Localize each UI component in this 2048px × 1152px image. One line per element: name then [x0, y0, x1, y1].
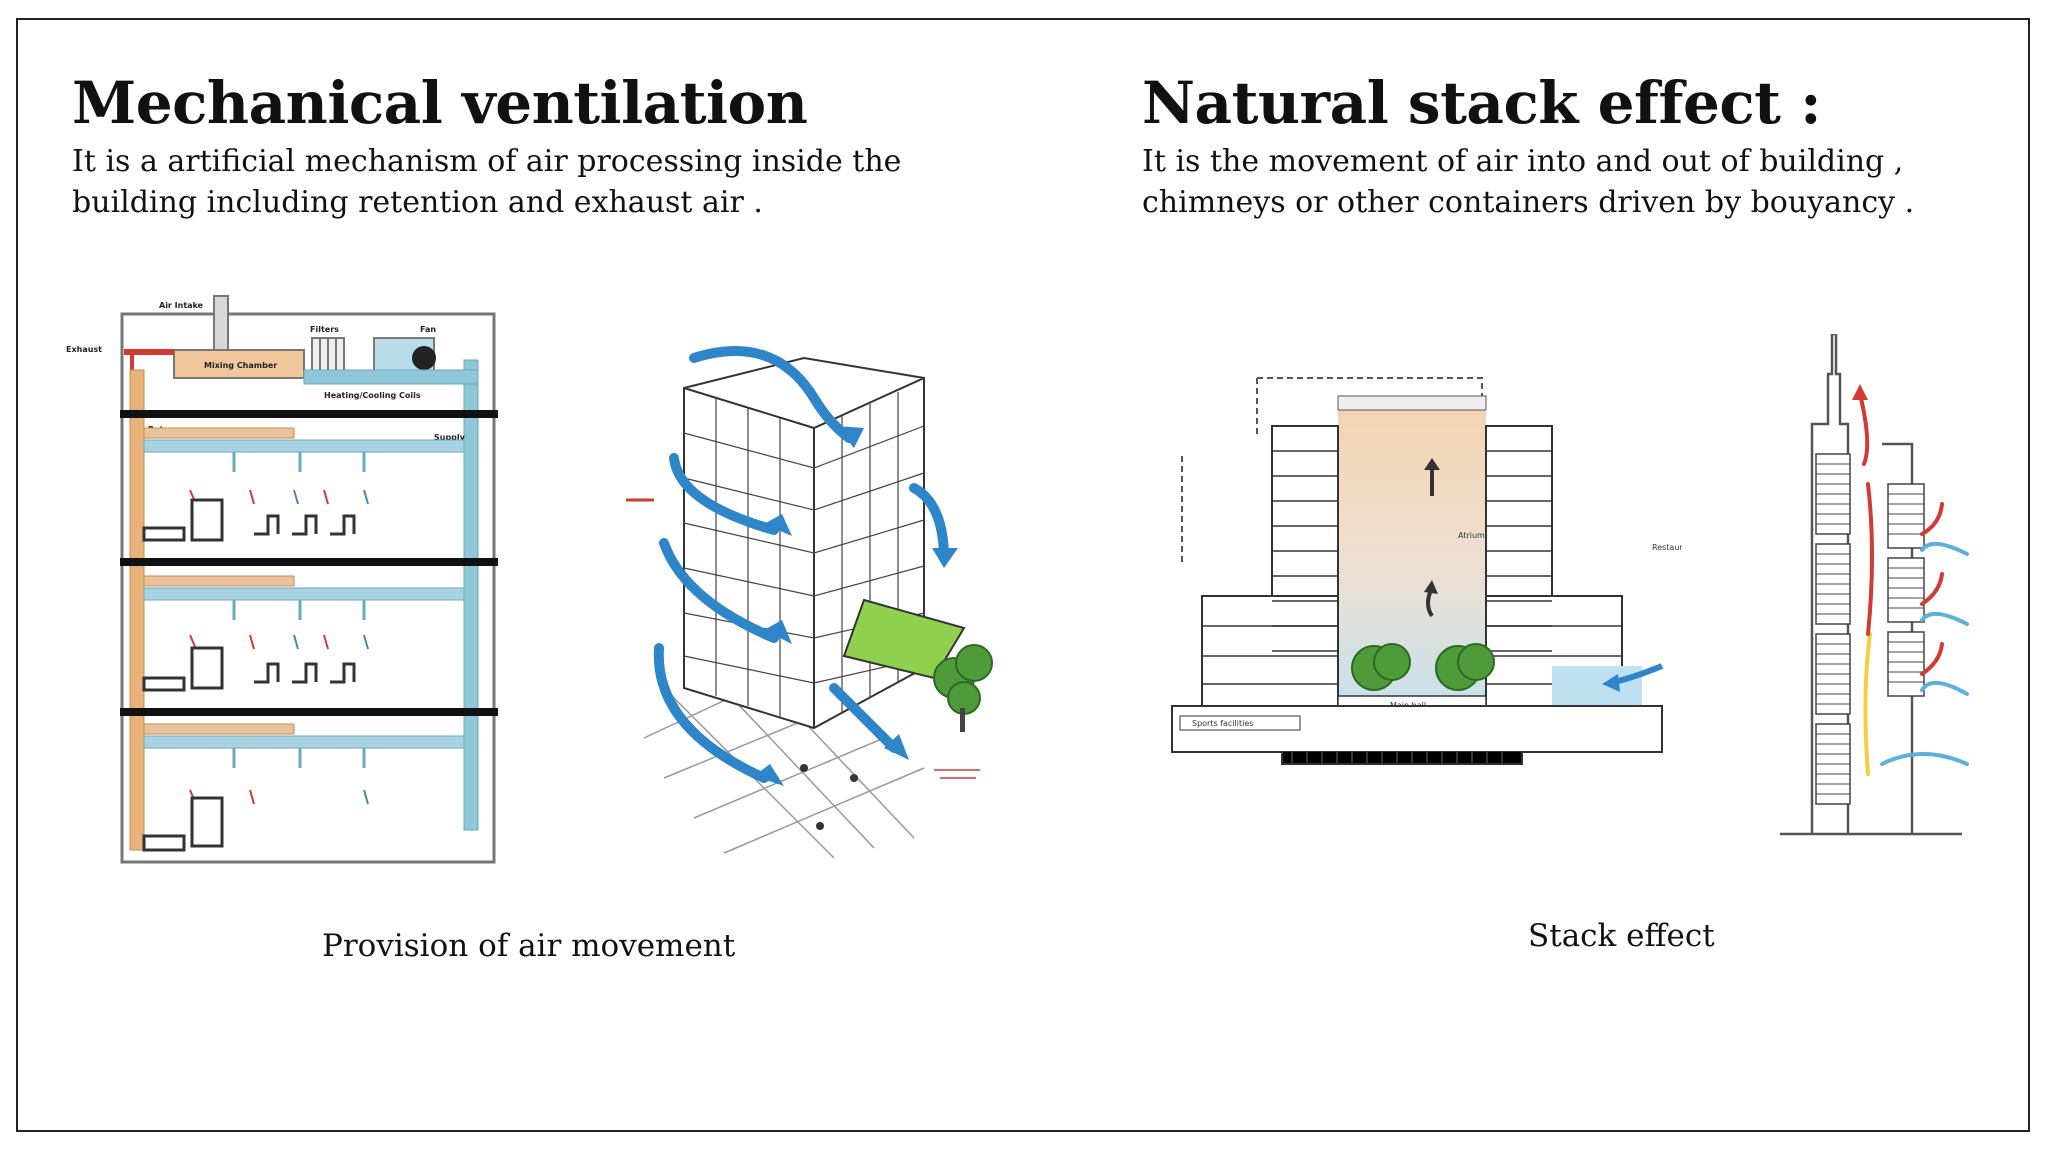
slide-frame	[16, 18, 2030, 1132]
description-line: chimneys or other containers driven by b…	[1142, 185, 1915, 220]
sports-facilities-label: Sports facilities	[1192, 719, 1253, 728]
filters-label: Filters	[310, 325, 339, 334]
atrium-stack-effect-section-diagram: Atrium Main hall Sports facilities Resta…	[1162, 366, 1682, 796]
fan-label: Fan	[420, 325, 436, 334]
natural-stack-effect-title: Natural stack effect :	[1142, 69, 1822, 137]
mechanical-ventilation-title: Mechanical ventilation	[72, 69, 808, 137]
air-intake-label: Air Intake	[159, 301, 204, 310]
mechanical-ventilation-section-diagram: Air Intake Mixing Chamber Filters Fan Ex…	[64, 290, 504, 870]
exhaust-label: Exhaust	[66, 345, 102, 354]
building-airflow-isometric-diagram	[624, 338, 1044, 868]
description-line: building including retention and exhaust…	[72, 185, 763, 220]
stack-effect-description: It is the movement of air into and out o…	[1142, 141, 1914, 223]
mixing-chamber-label: Mixing Chamber	[204, 361, 277, 370]
description-line: It is the movement of air into and out o…	[1142, 144, 1904, 179]
restaurant-label: Restaurant	[1652, 543, 1682, 552]
atrium-label: Atrium	[1458, 531, 1485, 540]
tower-stack-airflow-diagram	[1772, 334, 1972, 844]
mechanical-ventilation-caption: Provision of air movement	[322, 928, 736, 964]
heating-cooling-label: Heating/Cooling Coils	[324, 391, 421, 400]
mechanical-ventilation-description: It is a artificial mechanism of air proc…	[72, 141, 901, 223]
stack-effect-caption: Stack effect	[1528, 918, 1715, 954]
description-line: It is a artificial mechanism of air proc…	[72, 144, 902, 179]
supply-label: Supply	[434, 433, 466, 442]
